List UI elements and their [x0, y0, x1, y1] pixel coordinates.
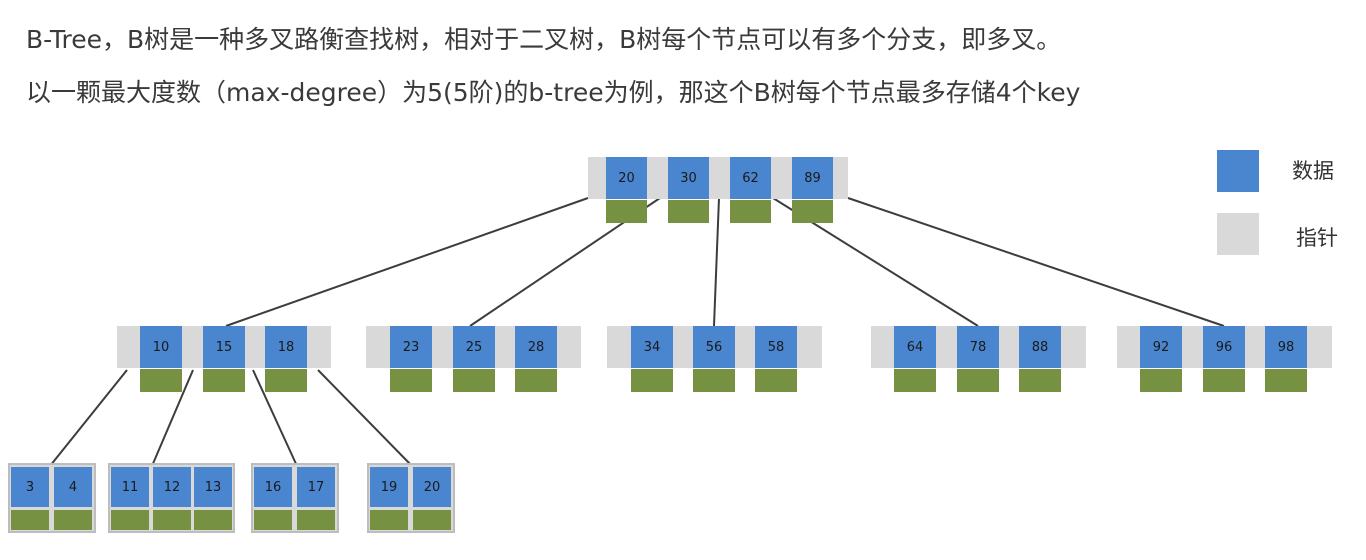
- tree-edge: [49, 369, 128, 467]
- leaf-node-2-key: 11: [111, 467, 149, 507]
- level2-node-1-pointer-bar: [140, 369, 182, 392]
- tree-edge: [151, 369, 194, 467]
- level2-node-4-key: 64: [894, 326, 936, 368]
- leaf-node-3-key: 17: [297, 467, 335, 507]
- leaf-node-4-key: 19: [370, 467, 408, 507]
- level2-node-2-key: 28: [515, 326, 557, 368]
- level2-node-3-key: 58: [755, 326, 797, 368]
- tree-edge: [225, 197, 589, 327]
- level2-node-3-key: 34: [631, 326, 673, 368]
- root-node-key: 62: [730, 157, 771, 199]
- leaf-node-1-pointer-bar: [11, 510, 49, 530]
- tree-edge: [713, 197, 720, 327]
- leaf-node-4-pointer-bar: [413, 510, 451, 530]
- tree-edge: [252, 369, 298, 467]
- level2-node-1-key: 15: [203, 326, 245, 368]
- level2-node-5-key: 98: [1265, 326, 1307, 368]
- legend-pointer-label: 指针: [1296, 226, 1338, 250]
- intro-line-2: 以一颗最大度数（max-degree）为5(5阶)的b-tree为例，那这个B树…: [26, 78, 1081, 107]
- tree-edge: [317, 369, 413, 467]
- level2-node-1-key: 10: [140, 326, 182, 368]
- leaf-node-2-pointer-bar: [153, 510, 191, 530]
- level2-node-1-pointer-bar: [265, 369, 307, 392]
- leaf-node-2-key: 13: [194, 467, 232, 507]
- level2-node-5-key: 96: [1203, 326, 1245, 368]
- leaf-node-2-key: 12: [153, 467, 191, 507]
- level2-node-2-pointer-bar: [515, 369, 557, 392]
- level2-node-5-key: 92: [1140, 326, 1182, 368]
- level2-node-1-pointer-bar: [203, 369, 245, 392]
- level2-node-2-pointer-bar: [390, 369, 432, 392]
- root-node-key: 89: [792, 157, 833, 199]
- level2-node-4-key: 78: [957, 326, 999, 368]
- legend-data-label: 数据: [1292, 159, 1334, 183]
- tree-edge: [847, 197, 1225, 327]
- root-node-pointer-bar: [668, 200, 709, 223]
- leaf-node-3-pointer-bar: [297, 510, 335, 530]
- level2-node-5-pointer-bar: [1265, 369, 1307, 392]
- leaf-node-4-key: 20: [413, 467, 451, 507]
- level2-node-4-pointer-bar: [957, 369, 999, 392]
- level2-node-3-pointer-bar: [693, 369, 735, 392]
- leaf-node-2-pointer-bar: [194, 510, 232, 530]
- level2-node-2-pointer-bar: [453, 369, 495, 392]
- level2-node-4-pointer-bar: [894, 369, 936, 392]
- root-node-pointer-bar: [606, 200, 647, 223]
- level2-node-2-key: 23: [390, 326, 432, 368]
- legend-data-swatch: [1217, 150, 1259, 192]
- leaf-node-3-key: 16: [254, 467, 292, 507]
- level2-node-3-pointer-bar: [755, 369, 797, 392]
- leaf-node-1-key: 3: [11, 467, 49, 507]
- root-node-pointer-bar: [730, 200, 771, 223]
- root-node-key: 30: [668, 157, 709, 199]
- leaf-node-4-pointer-bar: [370, 510, 408, 530]
- level2-node-5-pointer-bar: [1203, 369, 1245, 392]
- leaf-node-1-key: 4: [54, 467, 92, 507]
- level2-node-3-key: 56: [693, 326, 735, 368]
- level2-node-5-pointer-bar: [1140, 369, 1182, 392]
- root-node-key: 20: [606, 157, 647, 199]
- level2-node-4-pointer-bar: [1019, 369, 1061, 392]
- root-node-pointer-bar: [792, 200, 833, 223]
- intro-line-1: B-Tree，B树是一种多叉路衡查找树，相对于二叉树，B树每个节点可以有多个分支…: [26, 25, 1062, 54]
- leaf-node-2-pointer-bar: [111, 510, 149, 530]
- level2-node-3-pointer-bar: [631, 369, 673, 392]
- level2-node-1-key: 18: [265, 326, 307, 368]
- level2-node-2-key: 25: [453, 326, 495, 368]
- legend-pointer-swatch: [1217, 213, 1259, 255]
- level2-node-4-key: 88: [1019, 326, 1061, 368]
- leaf-node-3-pointer-bar: [254, 510, 292, 530]
- leaf-node-1-pointer-bar: [54, 510, 92, 530]
